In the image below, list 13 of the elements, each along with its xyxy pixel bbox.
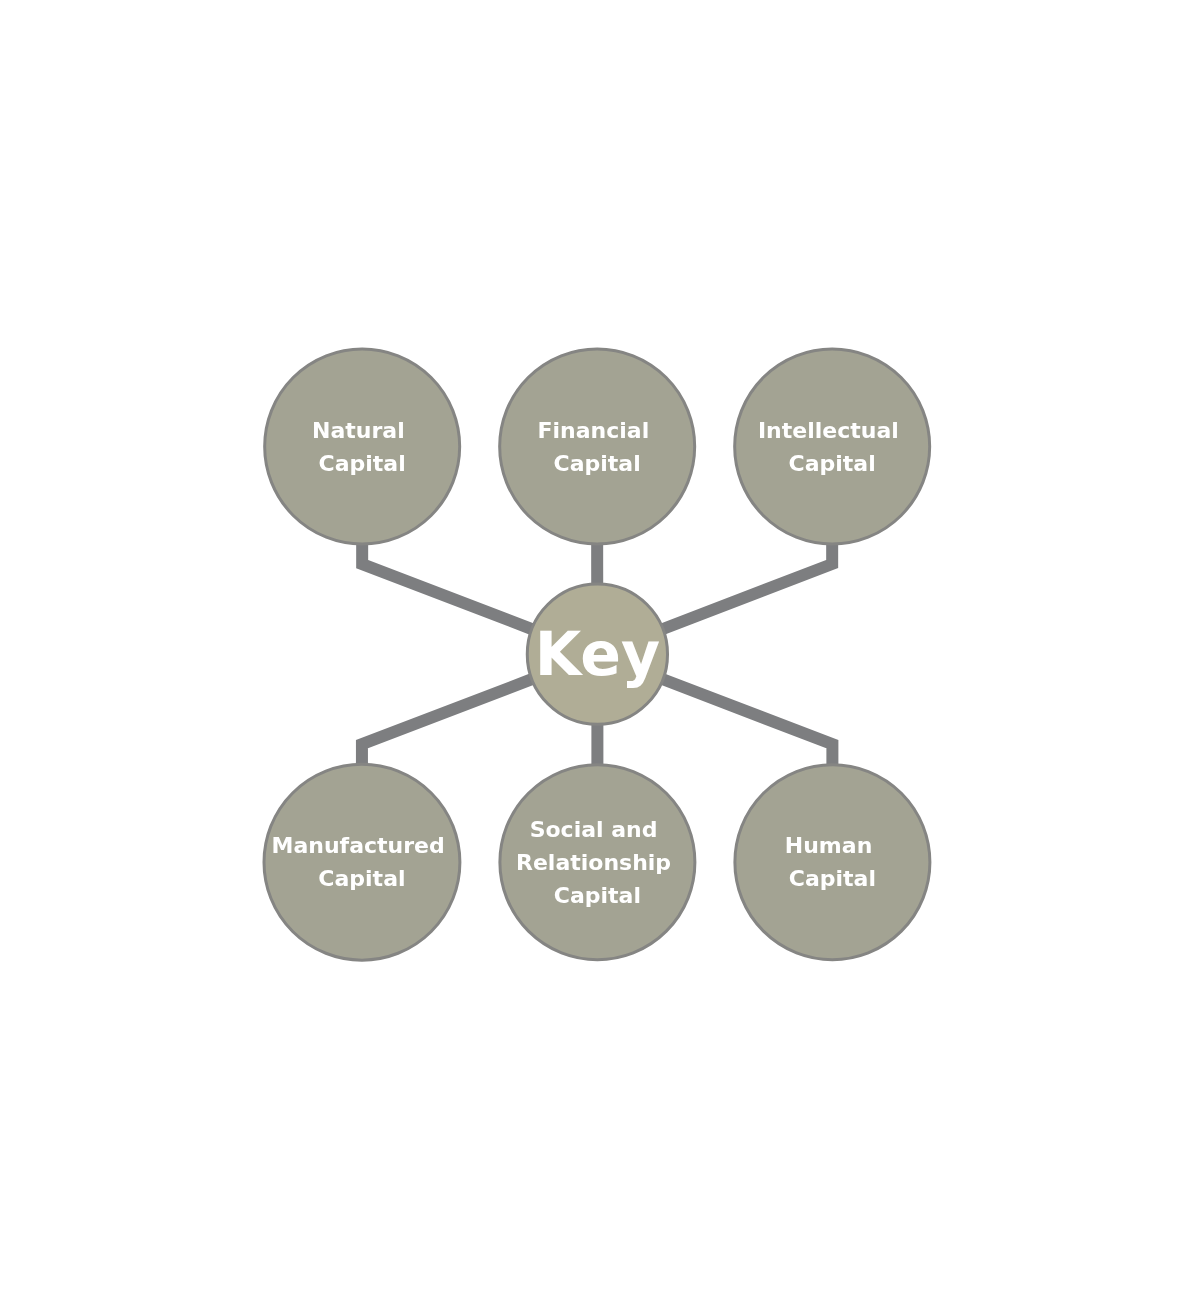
connector [591,544,604,585]
node-circle: Social and Relationship Capital [498,763,697,962]
node-circle: Key [525,582,670,727]
node-circle: Financial Capital [498,347,697,546]
connector [660,674,839,766]
connector [660,544,839,635]
node-circle: Intellectual Capital [733,347,932,546]
node-circle: Natural Capital [263,347,462,546]
connector [356,544,535,636]
node-circle: Human Capital [733,763,932,962]
connector [591,724,604,766]
connector [356,674,535,765]
node-circle: Manufactured Capital [262,763,462,963]
